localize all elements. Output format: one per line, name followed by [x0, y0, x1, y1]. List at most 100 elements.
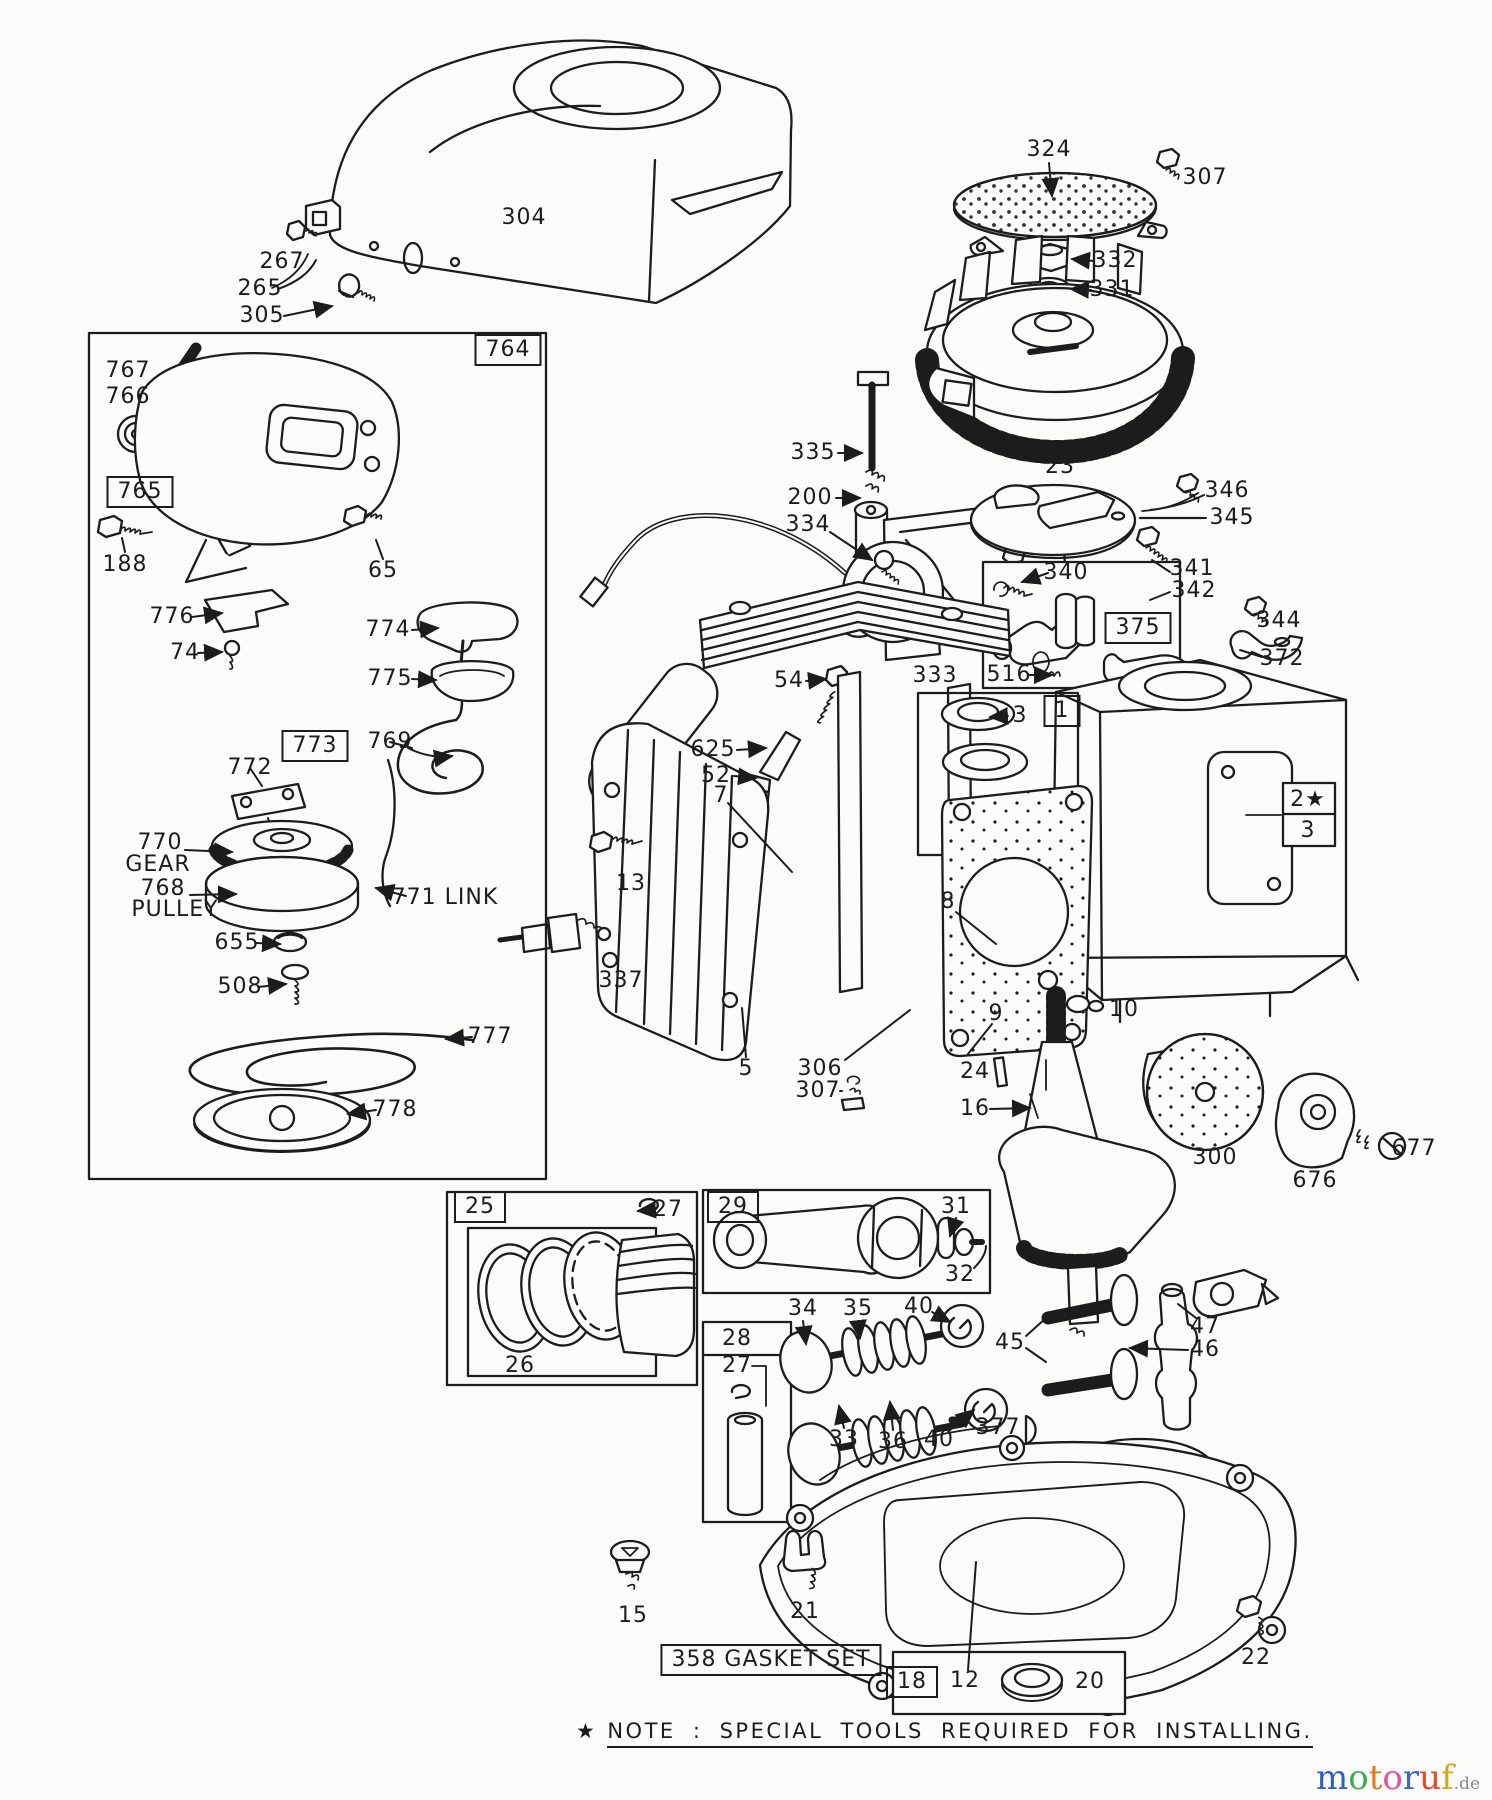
part-label-771-link: 771 LINK [391, 885, 499, 910]
flywheel-drawing [915, 234, 1195, 464]
part-label-764: 764 [474, 334, 542, 366]
part-label-776: 776 [149, 604, 195, 629]
part-label-267: 267 [259, 249, 305, 274]
part-label-625: 625 [690, 737, 736, 762]
brand-suffix: .de [1453, 1774, 1481, 1794]
part-label-331: 331 [1089, 277, 1135, 302]
part-label-47: 47 [1190, 1314, 1220, 1339]
part-label-12: 12 [950, 1668, 980, 1693]
part-label-769: 769 [367, 729, 413, 754]
part-label-52: 52 [701, 763, 731, 788]
part-label-74: 74 [170, 640, 200, 665]
part-label-3: 3 [1300, 818, 1316, 843]
part-label-5: 5 [738, 1056, 754, 1081]
part-label-305: 305 [239, 303, 285, 328]
part-label-32: 32 [945, 1262, 975, 1287]
part-label-766: 766 [105, 384, 151, 409]
brand-letter: o [1348, 1758, 1369, 1798]
piston-box-drawing [445, 1190, 793, 1524]
part-label-676: 676 [1292, 1168, 1338, 1193]
part-label-307: 307 [795, 1078, 841, 1103]
part-label-40: 40 [924, 1427, 954, 1452]
part-label-13: 13 [616, 871, 646, 896]
part-label-377: 377 [975, 1415, 1021, 1440]
connecting-rod-box-drawing [701, 1188, 992, 1295]
cylinder-head-drawing [497, 722, 770, 1062]
footer-note: ★NOTE : SPECIAL TOOLS REQUIRED FOR INSTA… [576, 1719, 1313, 1748]
part-label-16: 16 [960, 1096, 990, 1121]
part-label-341: 341 [1169, 556, 1215, 581]
part-label-333: 333 [912, 663, 958, 688]
part-label-1: 1 [1043, 695, 1081, 727]
part-label-7: 7 [713, 783, 729, 808]
part-label-15: 15 [618, 1603, 648, 1628]
part-label-677: 677 [1391, 1136, 1437, 1161]
part-label-778: 778 [372, 1097, 418, 1122]
part-label-22: 22 [1241, 1645, 1271, 1670]
brand-letter: f [1441, 1758, 1454, 1798]
brand-letter: o [1382, 1758, 1403, 1798]
part-label-375: 375 [1104, 612, 1172, 644]
part-label-775: 775 [367, 666, 413, 691]
part-label-765: 765 [106, 476, 174, 508]
part-label-10: 10 [1109, 997, 1139, 1022]
part-label-774: 774 [365, 617, 411, 642]
brand-logo[interactable]: motoruf.de [1316, 1758, 1480, 1798]
part-label-345: 345 [1209, 505, 1255, 530]
part-label-188: 188 [102, 552, 148, 577]
part-label-337: 337 [598, 968, 644, 993]
part-label-27: 27 [722, 1353, 752, 1378]
part-label-2★: 2★ [1290, 787, 1326, 812]
part-label-25: 25 [454, 1191, 506, 1223]
ignition-coil-drawing [579, 513, 1012, 670]
brand-letter: m [1316, 1758, 1349, 1798]
part-label-pulley: PULLEY [131, 897, 219, 922]
part-label-21: 21 [790, 1599, 820, 1624]
brand-letter: r [1402, 1758, 1420, 1798]
part-label-772: 772 [227, 755, 273, 780]
part-label-28: 28 [722, 1326, 752, 1351]
part-label-40: 40 [904, 1294, 934, 1319]
part-label-324: 324 [1026, 137, 1072, 162]
recoil-starter-panel-drawing [87, 331, 548, 1181]
brand-letter: t [1368, 1758, 1383, 1798]
part-label-24: 24 [960, 1059, 990, 1084]
part-label-200: 200 [787, 485, 833, 510]
part-label-306: 306 [797, 1056, 843, 1081]
part-label-307: 307 [1182, 165, 1228, 190]
crankshaft-drawing [992, 986, 1176, 1337]
part-label-23: 23 [1045, 454, 1075, 479]
part-label-344: 344 [1256, 608, 1302, 633]
part-label-20: 20 [1075, 1669, 1105, 1694]
part-label-340: 340 [1043, 560, 1089, 585]
part-label-655: 655 [214, 930, 260, 955]
leader-lines [121, 162, 1263, 1671]
part-label-508: 508 [217, 974, 263, 999]
part-label-265: 265 [237, 276, 283, 301]
part-label-18: 18 [886, 1666, 938, 1698]
rotating-screen-drawing [952, 147, 1181, 298]
part-label-9: 9 [988, 1001, 1004, 1026]
part-label-31: 31 [941, 1194, 971, 1219]
part-label-34: 34 [788, 1296, 818, 1321]
part-label-335: 335 [790, 440, 836, 465]
part-label-35: 35 [843, 1296, 873, 1321]
part-label-300: 300 [1192, 1145, 1238, 1170]
part-label-65: 65 [368, 558, 398, 583]
part-label-358-gasket-set: 358 GASKET SET [660, 1644, 882, 1676]
part-label-777: 777 [467, 1024, 513, 1049]
part-label-332: 332 [1092, 248, 1138, 273]
part-label-36: 36 [878, 1429, 908, 1454]
note-text: NOTE : SPECIAL TOOLS REQUIRED FOR INSTAL… [607, 1719, 1313, 1748]
part-label-33: 33 [829, 1427, 859, 1452]
bottom-hardware-drawing [609, 1529, 1265, 1716]
part-label-54: 54 [774, 668, 804, 693]
part-label-27: 27 [653, 1197, 683, 1222]
part-label-46: 46 [1190, 1337, 1220, 1362]
part-label-770: 770 [137, 830, 183, 855]
part-label-768: 768 [140, 876, 186, 901]
part-label-516: 516 [986, 662, 1032, 687]
part-label-gear: GEAR [125, 852, 191, 877]
